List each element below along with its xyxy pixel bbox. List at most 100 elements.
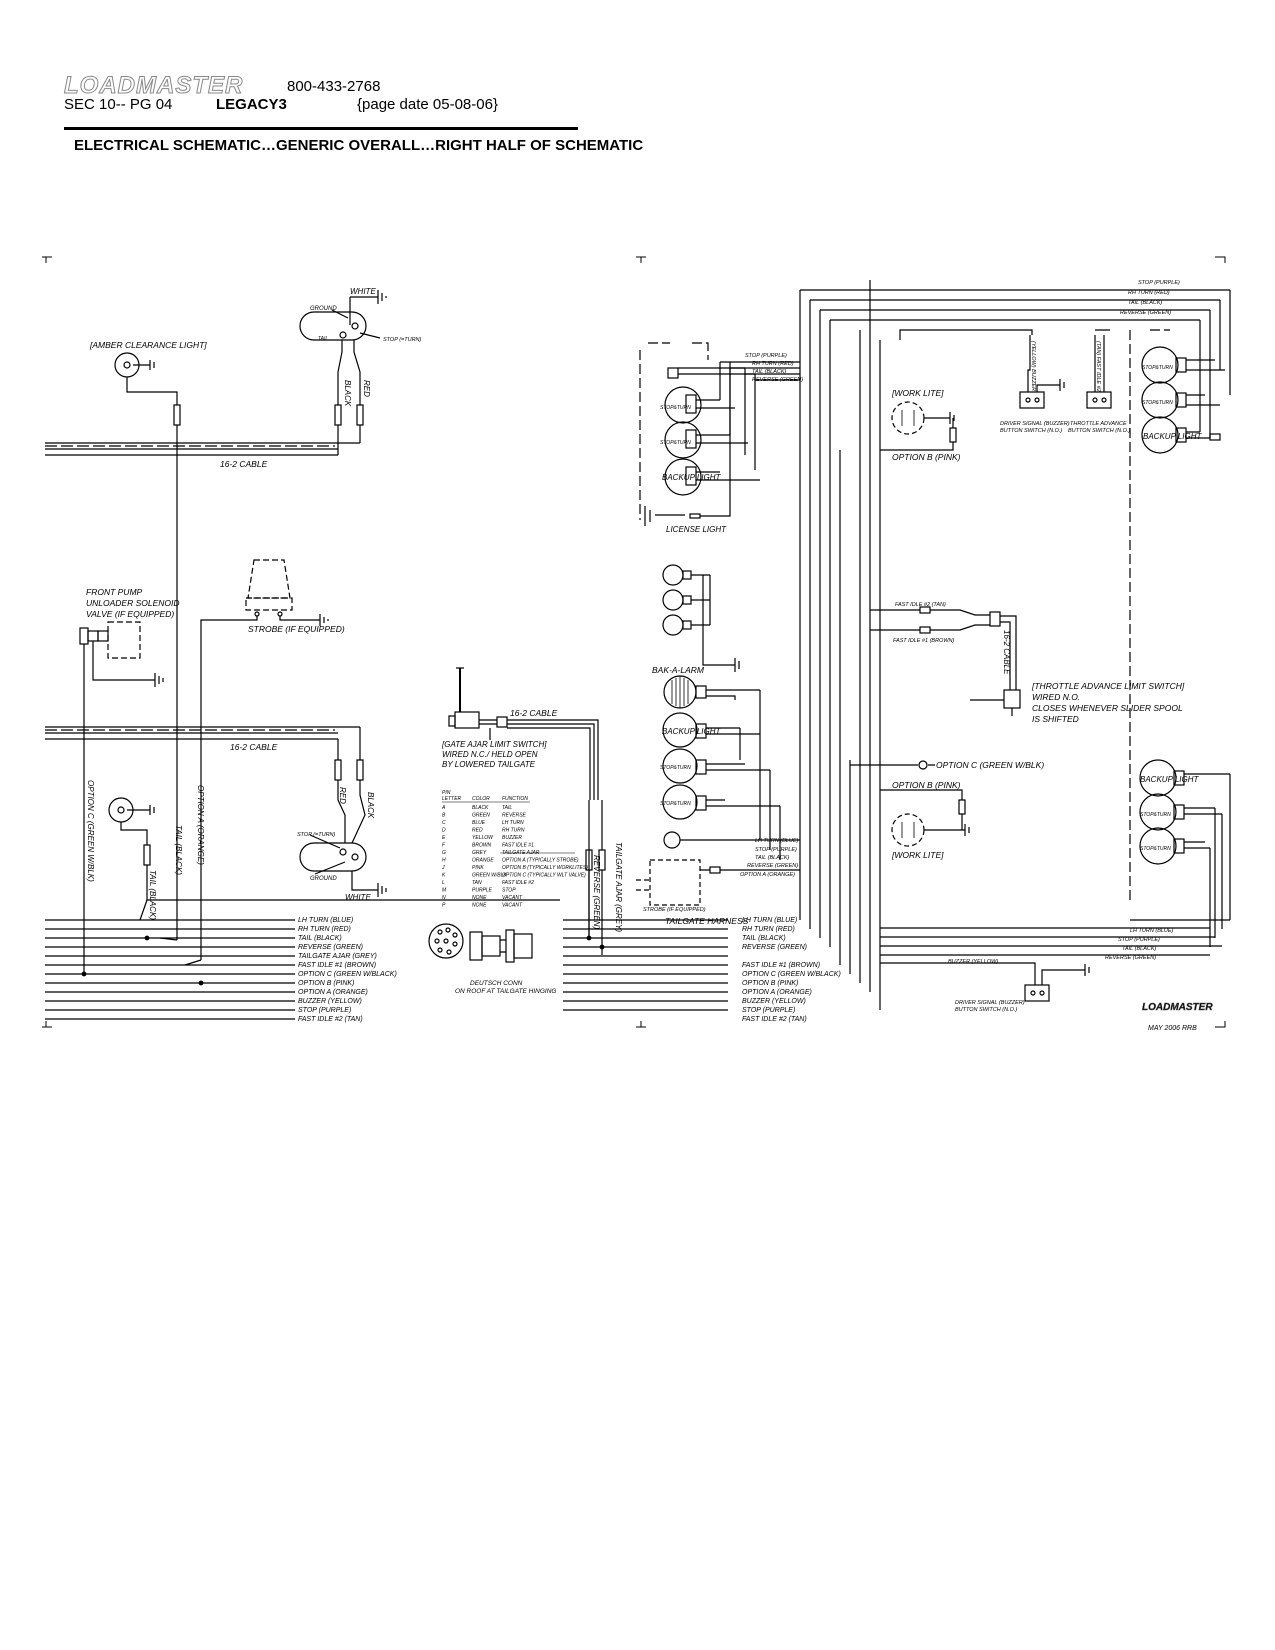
- cable-top: [45, 442, 360, 456]
- harness-left-wire-8: OPTION A (ORANGE): [298, 989, 368, 996]
- front-pump-solenoid: [79, 621, 164, 955]
- label-cable-middle: 16-2 CABLE: [510, 708, 558, 718]
- harness-right-wire-6: OPTION B (PINK): [742, 980, 798, 987]
- header-rule: [64, 127, 578, 130]
- label-deutsch-2: ON ROOF AT TAILGATE HINGING: [455, 988, 556, 995]
- label-white-top: WHITE: [350, 287, 376, 296]
- label-work-lite-top: [WORK LITE]: [891, 388, 944, 398]
- pin-table-cell: GREEN W/BLK: [472, 873, 507, 879]
- label-strobe-left: STROBE (IF EQUIPPED): [248, 624, 345, 634]
- label-option-a-tg: OPTION A (ORANGE): [740, 872, 795, 878]
- pin-table-header-function: FUNCTION: [502, 796, 528, 802]
- label-throttle-3: CLOSES WHENEVER SLIDER SPOOL: [1032, 703, 1183, 713]
- label-stop-turn-lamp-8: STOP&TURN: [1140, 846, 1171, 852]
- label-throttle-btn-2: BUTTON SWITCH (N.O.): [1068, 428, 1130, 434]
- label-tailgate-ajar-vertical: TAILGATE AJAR (GREY): [614, 842, 623, 932]
- page-title: ELECTRICAL SCHEMATIC…GENERIC OVERALL…RIG…: [74, 137, 644, 154]
- pin-table-cell: A: [441, 805, 446, 811]
- gate-ajar-switch: [448, 667, 606, 955]
- harness-right-wire-1: RH TURN (RED): [742, 926, 795, 933]
- pin-table-cell: BUZZER: [502, 835, 522, 841]
- page-date: {page date 05-08-06}: [357, 96, 498, 113]
- pin-table-cell: M: [442, 888, 447, 894]
- label-reverse-green-tg-2: REVERSE (GREEN): [747, 863, 798, 869]
- date-signature: MAY 2006 RRB: [1148, 1025, 1197, 1032]
- pin-table-cell: N: [442, 895, 446, 901]
- pin-table-cell: LH TURN: [502, 820, 524, 826]
- label-tail-black-vertical-1: TAIL (BLACK): [148, 870, 157, 920]
- label-backup-light-4: BACKUP LIGHT: [1140, 775, 1199, 784]
- label-option-a-vertical: OPTION A (ORANGE): [196, 785, 205, 865]
- label-throttle-4: IS SHIFTED: [1032, 714, 1079, 724]
- pin-table-cell: TAILGATE AJAR: [502, 850, 540, 856]
- harness-left-wire-7: OPTION B (PINK): [298, 980, 354, 987]
- label-tail-black-tg-2: TAIL (BLACK): [755, 855, 790, 861]
- label-stop-purple-tg-2: STOP (PURPLE): [755, 847, 797, 853]
- right-lamp-cluster-top: [1141, 290, 1231, 454]
- label-stop-turn-lamp-7: STOP&TURN: [1140, 812, 1171, 818]
- label-front-pump-2: UNLOADER SOLENOID: [86, 598, 180, 608]
- label-tail-black-right: TAIL (BLACK): [1128, 300, 1163, 306]
- pin-table-cell: L: [442, 880, 445, 886]
- label-fast-idle-2: FAST IDLE #2 (TAN): [895, 602, 946, 608]
- label-license-light: LICENSE LIGHT: [666, 525, 727, 534]
- right-lamp-cluster-bottom: [1130, 759, 1231, 947]
- label-ground-top: GROUND: [310, 306, 337, 312]
- harness-left-wire-0: LH TURN (BLUE): [298, 917, 353, 924]
- label-cable-top: 16-2 CABLE: [220, 459, 268, 469]
- label-ground-bottom: GROUND: [310, 876, 337, 882]
- pin-table-cell: GREY: [472, 850, 487, 856]
- label-throttle-btn-1: THROTTLE ADVANCE: [1070, 421, 1127, 427]
- right-trunk: [799, 280, 1230, 1010]
- label-throttle-2: WIRED N.O.: [1032, 692, 1080, 702]
- pin-table-cell: GREEN: [472, 813, 490, 819]
- label-stop-turn-lamp-3: STOP&TURN: [660, 765, 691, 771]
- pin-table-header-letter: LETTER: [442, 796, 462, 802]
- harness-left-wire-4: TAILGATE AJAR (GREY): [298, 953, 377, 960]
- label-driver-signal-bottom-2: BUTTON SWITCH (N.O.): [955, 1007, 1017, 1013]
- pin-table-cell: REVERSE: [502, 813, 527, 819]
- pin-table-cell: J: [441, 865, 445, 871]
- pin-table-cell: TAN: [472, 880, 482, 886]
- pin-table-cell: PURPLE: [472, 888, 493, 894]
- harness-right-wire-5: OPTION C (GREEN W/BLACK): [742, 971, 841, 978]
- pin-table-header-color: COLOR: [472, 796, 490, 802]
- harness-right-wire-10: FAST IDLE #2 (TAN): [742, 1016, 807, 1023]
- phone-number: 800-433-2768: [287, 78, 381, 95]
- pin-table-cell: BLACK: [472, 805, 489, 811]
- label-option-b-top: OPTION B (PINK): [892, 452, 961, 462]
- harness-right-wire-4: FAST IDLE #1 (BROWN): [742, 962, 820, 969]
- work-lite-lower: [850, 760, 970, 847]
- cable-bottom: [45, 726, 360, 740]
- strobe-left: [200, 559, 329, 960]
- label-backup-light-1: BACKUP LIGHT: [662, 473, 721, 482]
- pin-table: PIN LETTER COLOR FUNCTION: [442, 790, 575, 854]
- pin-table-cell: NONE: [472, 903, 487, 909]
- label-bak-a-larm: BAK-A-LARM: [652, 665, 705, 675]
- label-tail-top: TAIL: [318, 336, 328, 342]
- loadmaster-logo: LOADMASTER: [63, 72, 244, 100]
- pin-table-cell: RH TURN: [502, 828, 525, 834]
- harness-bus-middle: [563, 919, 728, 1011]
- label-reverse-green-right: REVERSE (GREEN): [1120, 310, 1171, 316]
- harness-right-wire-7: OPTION A (ORANGE): [742, 989, 812, 996]
- bak-a-larm: [663, 675, 760, 709]
- pin-table-cell: D: [442, 828, 446, 834]
- pin-table-cell: B: [442, 813, 446, 819]
- label-work-lite-lower: [WORK LITE]: [891, 850, 944, 860]
- label-tailgate-harness: TAILGATE HARNESS: [665, 916, 749, 926]
- harness-left-wire-3: REVERSE (GREEN): [298, 944, 363, 951]
- label-lh-turn-right: LH TURN (BLUE): [1130, 928, 1174, 934]
- label-buzzer-yellow-right: BUZZER (YELLOW): [948, 959, 998, 965]
- harness-left-wire-1: RH TURN (RED): [298, 926, 351, 933]
- harness-right-wire-8: BUZZER (YELLOW): [742, 998, 806, 1005]
- harness-bus-left: [45, 899, 295, 1020]
- label-reverse-green-tg: REVERSE (GREEN): [752, 377, 803, 383]
- pin-table-cell: OPTION A (TYPICALLY STROBE): [502, 858, 579, 864]
- pin-table-cell: STOP: [502, 888, 516, 894]
- section-page: SEC 10-- PG 04: [64, 96, 173, 113]
- label-gate-ajar-1: [GATE AJAR LIMIT SWITCH]: [441, 740, 547, 749]
- label-deutsch-1: DEUTSCH CONN: [470, 980, 523, 987]
- tailgate-lamps: [644, 361, 800, 526]
- label-gate-ajar-3: BY LOWERED TAILGATE: [442, 760, 536, 769]
